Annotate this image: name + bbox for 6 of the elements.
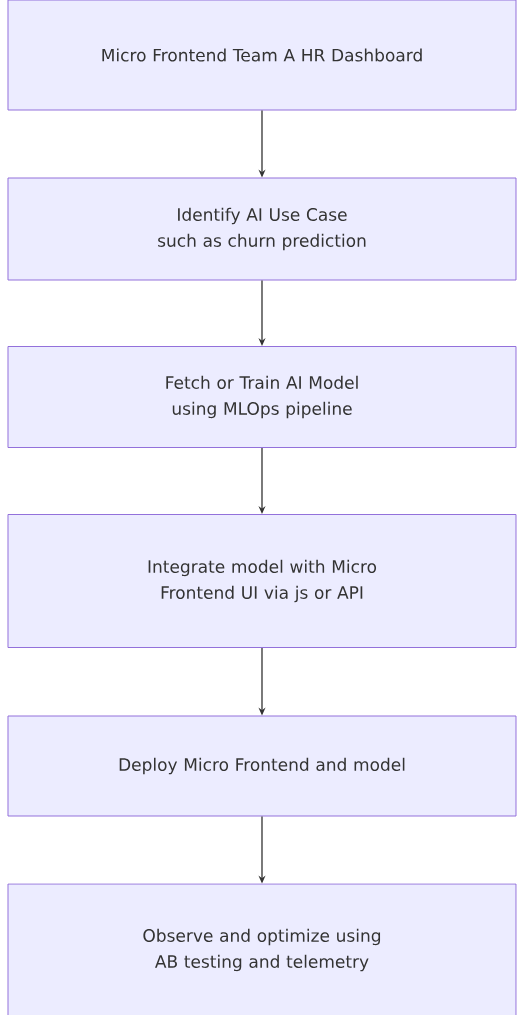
process-box: Integrate model with Micro Frontend UI via js or API [7,514,517,648]
process-box: Observe and optimize using AB testing and telemetry [7,883,517,1015]
process-box: Identify AI Use Case such as churn prediction [7,177,517,281]
process-box: Deploy Micro Frontend and model [7,715,517,817]
process-box: Fetch or Train AI Model using MLOps pipeline [7,346,517,448]
process-box: Micro Frontend Team A HR Dashboard [7,0,517,111]
